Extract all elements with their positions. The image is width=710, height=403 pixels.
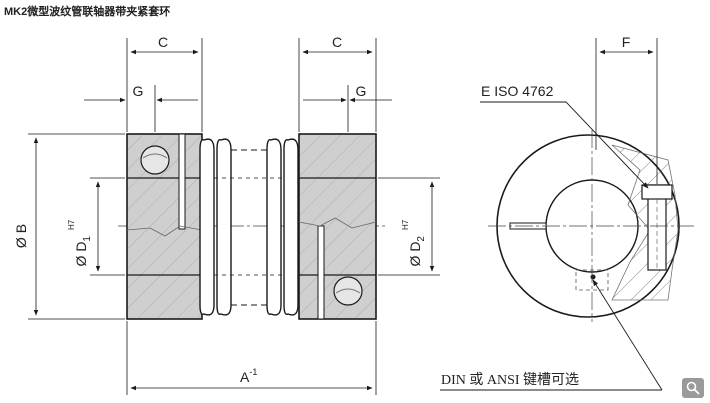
right-hub [298,133,377,320]
svg-text:Ø D2: Ø D2 [407,236,427,267]
iso-label: E ISO 4762 [481,83,554,99]
f-label: F [622,34,631,50]
d1-label: Ø D1 H7 [67,219,93,266]
c-left-label: C [158,34,168,50]
left-screw-head [140,145,170,175]
din-label: DIN 或 ANSI 键槽可选 [441,372,579,388]
d2-label: Ø D2 H7 [401,219,427,266]
d1-sup: H7 [67,219,76,230]
svg-text:A-1: A-1 [240,367,257,385]
d2-main: Ø D [407,242,423,267]
page-title: MK2微型波纹管联轴器带夹紧套环 [4,6,171,18]
d2-sub: 2 [416,236,427,242]
a-sup: -1 [249,367,257,377]
left-hub [126,133,203,320]
a-label: A [240,369,250,385]
end-view [440,38,694,391]
g-left-label: G [133,83,144,99]
right-screw-head [333,276,363,306]
bellows [199,138,299,316]
d1-main: Ø D [73,242,89,267]
d2-sup: H7 [401,219,410,230]
d1-sub: 1 [82,236,93,242]
zoom-icon[interactable] [682,378,704,398]
svg-text:Ø D1: Ø D1 [73,236,93,267]
g-right-label: G [356,83,367,99]
c-right-label: C [332,34,342,50]
b-label: Ø B [13,224,29,248]
dimension-lines [28,38,440,395]
